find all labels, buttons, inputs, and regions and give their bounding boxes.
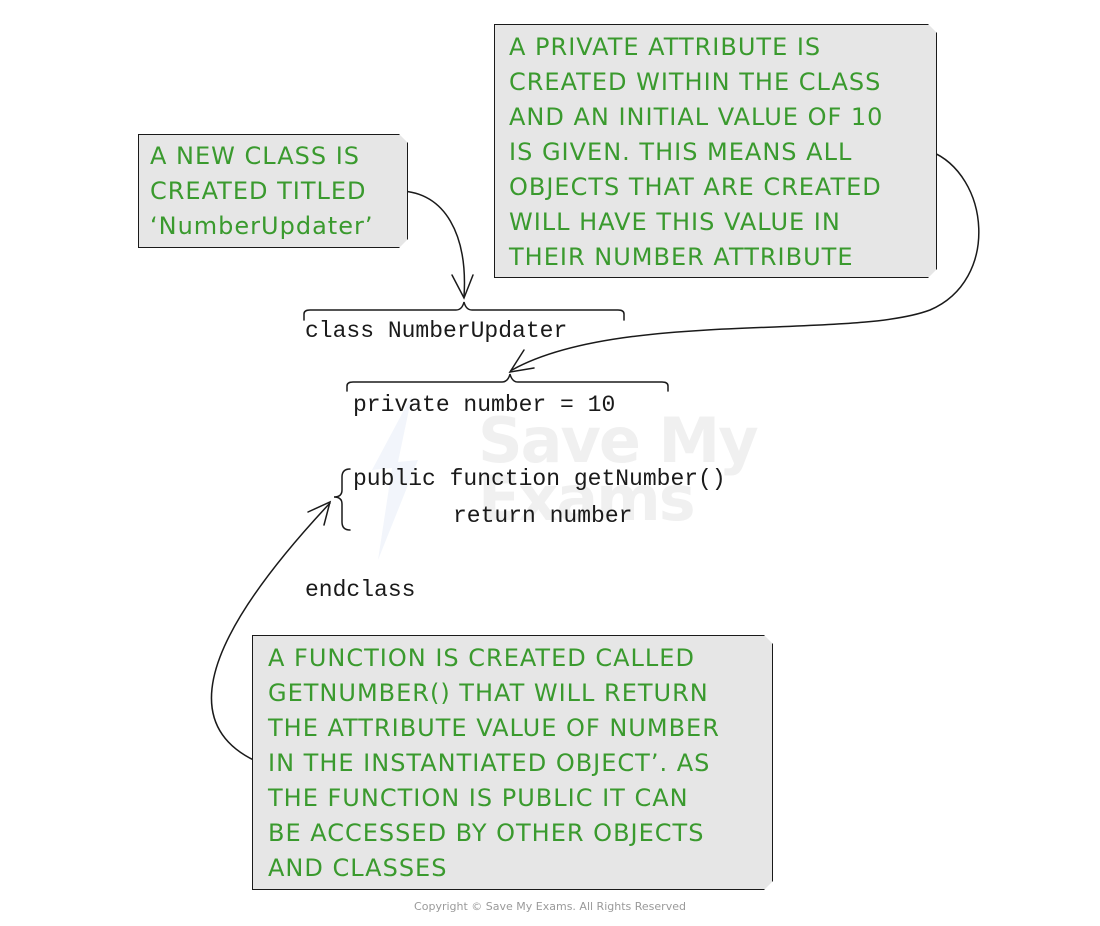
function-note: A FUNCTION IS CREATED CALLED GETNUMBER()…	[252, 635, 773, 890]
watermark-line-1: Save My	[478, 404, 759, 477]
arrow-class-note	[399, 190, 466, 298]
function-note-line: BE ACCESSED BY OTHER OBJECTS	[268, 819, 705, 847]
class-note-line: CREATED TITLED	[150, 177, 367, 205]
code-attribute-line: private number = 10	[353, 392, 616, 418]
class-note-line: A NEW CLASS IS	[150, 142, 361, 170]
function-note-line: GETNUMBER() THAT WILL RETURN	[268, 679, 709, 707]
code-return-line: return number	[453, 503, 633, 529]
watermark: Save My Exams	[478, 404, 759, 535]
attribute-note-line: A PRIVATE ATTRIBUTE IS	[509, 33, 822, 61]
attribute-note-line: OBJECTS THAT ARE CREATED	[509, 173, 882, 201]
function-note-line: THE FUNCTION IS PUBLIC IT CAN	[268, 784, 689, 812]
code-class-line: class NumberUpdater	[305, 318, 568, 344]
code-end-line: endclass	[305, 577, 416, 603]
code-function-line: public function getNumber()	[353, 466, 726, 492]
arrow-attribute-note	[511, 150, 980, 371]
copyright-text: Copyright © Save My Exams. All Rights Re…	[414, 900, 686, 913]
function-note-line: IN THE INSTANTIATED OBJECT’. AS	[268, 749, 711, 777]
function-note-line: THE ATTRIBUTE VALUE OF NUMBER	[268, 714, 720, 742]
class-note-line: ‘NumberUpdater’	[150, 212, 374, 240]
class-note: A NEW CLASS IS CREATED TITLED ‘NumberUpd…	[138, 134, 408, 248]
function-note-line: AND CLASSES	[268, 854, 448, 882]
attribute-note: A PRIVATE ATTRIBUTE IS CREATED WITHIN TH…	[494, 24, 937, 278]
attribute-note-line: CREATED WITHIN THE CLASS	[509, 68, 882, 96]
watermark-line-2: Exams	[478, 462, 696, 535]
arrow-function-note	[210, 502, 331, 764]
attribute-note-line: AND AN INITIAL VALUE OF 10	[509, 103, 884, 131]
attribute-note-line: THEIR NUMBER ATTRIBUTE	[509, 243, 854, 271]
brace-class-name	[303, 301, 625, 321]
attribute-note-line: WILL HAVE THIS VALUE IN	[509, 208, 841, 236]
brace-function	[333, 468, 351, 531]
brace-attribute	[346, 373, 669, 392]
function-note-line: A FUNCTION IS CREATED CALLED	[268, 644, 695, 672]
attribute-note-line: IS GIVEN. THIS MEANS ALL	[509, 138, 853, 166]
